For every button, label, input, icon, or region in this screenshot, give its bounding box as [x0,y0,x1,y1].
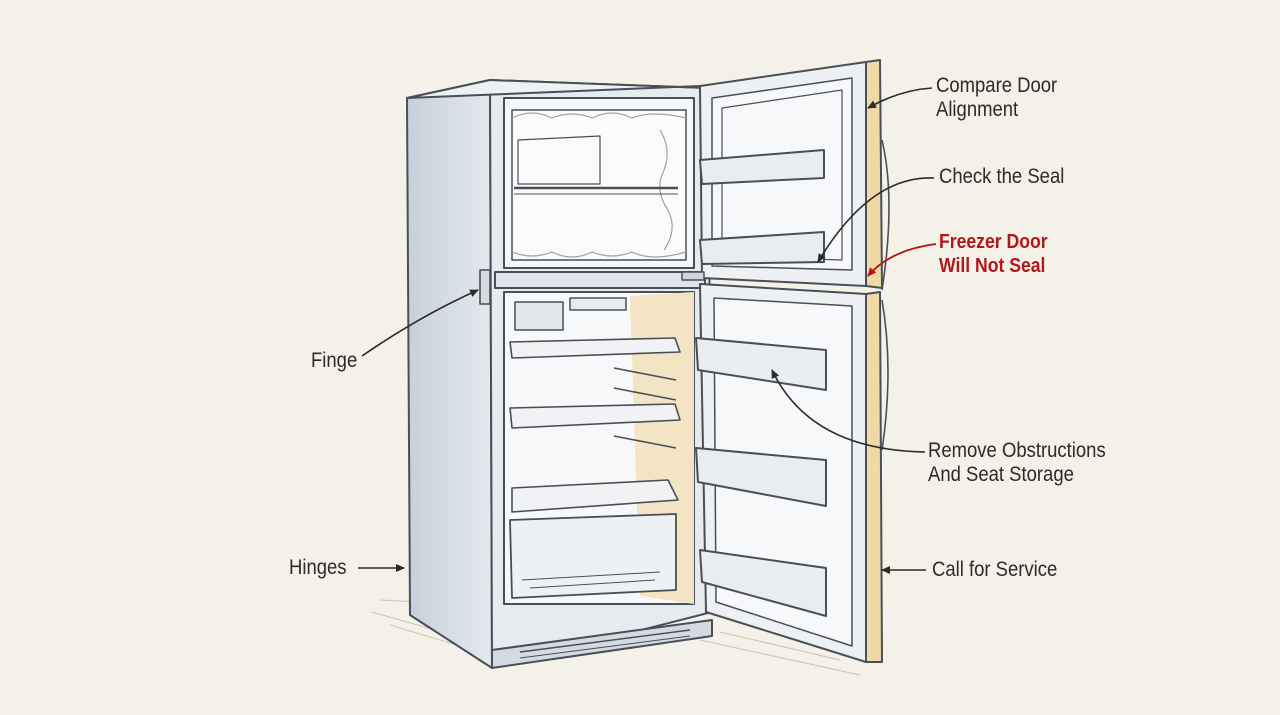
leader-arrows [358,87,935,574]
arrow-freezer-door-will-not-seal [867,243,937,277]
label-remove-obstructions: Remove Obstructions And Seat Storage [928,439,1106,487]
fridge-shelves [509,337,681,513]
arrow-finge [361,289,479,357]
label-check-the-seal: Check the Seal [939,165,1064,189]
fridge-cabinet [406,79,713,669]
label-line: Will Not Seal [939,255,1046,277]
label-line: Remove Obstructions [928,439,1106,462]
label-line: Freezer Door [939,231,1048,253]
label-hinges: Hinges [289,556,347,580]
arrow-check-the-seal [817,177,935,263]
label-line: Call for Service [932,558,1058,581]
label-line: And Seat Storage [928,463,1074,486]
label-line: Alignment [936,98,1019,121]
label-line: Hinges [289,556,347,579]
crisper-drawer [509,513,677,599]
label-compare-door-alignment: Compare Door Alignment [936,74,1057,122]
freezer-door [699,59,890,291]
fridge-door [681,271,889,663]
label-line: Check the Seal [939,165,1065,188]
label-line: Finge [311,349,358,372]
label-line: Compare Door [936,74,1058,97]
label-call-for-service: Call for Service [932,558,1057,582]
label-freezer-door-will-not-seal: Freezer Door Will Not Seal [939,230,1048,278]
label-finge: Finge [311,349,357,373]
arrow-compare-door-alignment [867,87,933,109]
arrow-remove-obstructions [771,369,926,453]
